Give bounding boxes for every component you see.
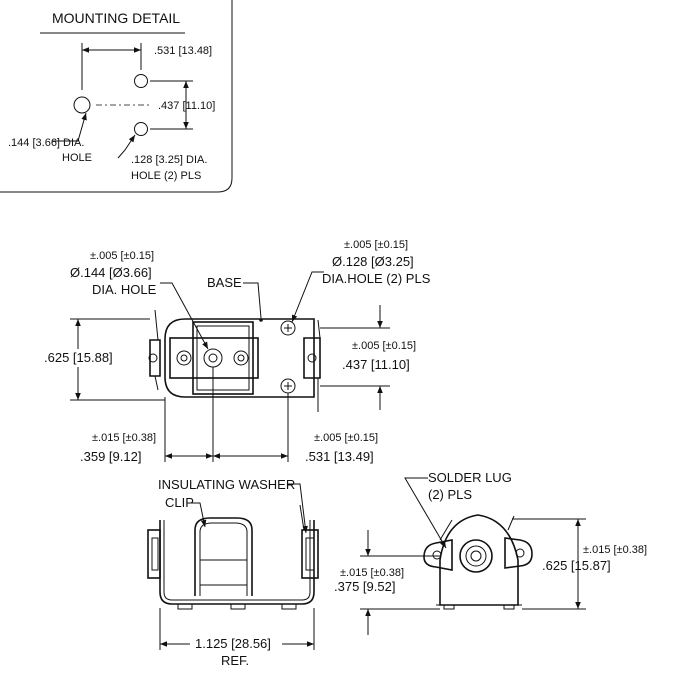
left-washer <box>147 529 161 579</box>
rivet-left-inner <box>180 354 188 362</box>
base-label: BASE <box>207 275 242 290</box>
hole-right-label-2: DIA.HOLE (2) PLS <box>322 271 431 286</box>
hole-left-label-1: Ø.144 [Ø3.66] <box>70 265 152 280</box>
rivet-left <box>176 350 192 366</box>
label-mask <box>40 349 130 367</box>
tol-spacing: ±.005 [±0.15] <box>352 340 416 352</box>
leader <box>291 271 324 323</box>
tol-bottom-right: ±.005 [±0.15] <box>314 432 378 444</box>
dim-bottom-left: .359 [9.12] <box>80 449 141 464</box>
insulator-block <box>169 337 259 379</box>
hole-small-label-2: HOLE (2) PLS <box>131 170 201 182</box>
lug-label-1: SOLDER LUG <box>428 470 512 485</box>
spacing-dim: .437 [11.10] <box>342 357 410 372</box>
left-terminal <box>149 339 161 377</box>
side-view: SOLDER LUG (2) PLS ±.015 [±0.38] .375 [9… <box>334 470 647 635</box>
leader <box>52 112 87 142</box>
center-hole <box>203 348 223 368</box>
center-hole-inner <box>208 353 218 363</box>
side-dim-right: .625 [15.87] <box>542 558 611 573</box>
hole-right-label-1: Ø.128 [Ø3.25] <box>332 254 414 269</box>
base-channel <box>159 520 315 605</box>
side-body <box>439 514 519 606</box>
right-terminal-tab <box>317 319 321 412</box>
lug-tab <box>439 519 453 541</box>
solder-lug-left <box>423 539 453 571</box>
right-washer-inner <box>305 537 315 571</box>
dim-vertical: .437 [11.10] <box>158 100 215 112</box>
tol-bottom-left: ±.015 [±0.38] <box>92 432 156 444</box>
solder-lug-right <box>504 537 533 569</box>
lug-hole-right <box>515 548 525 558</box>
clip-inner <box>199 522 248 596</box>
clip-label: CLIP <box>165 495 194 510</box>
foot <box>443 604 455 610</box>
dim-horizontal: .531 [13.48] <box>154 45 212 57</box>
right-terminal-hole <box>307 353 317 363</box>
center-boss-ring <box>465 545 487 567</box>
mounting-detail-panel: MOUNTING DETAIL .531 [13.48] .437 [11.10… <box>0 0 233 193</box>
base-channel-inner <box>163 520 311 601</box>
base-plate <box>164 318 315 398</box>
mounting-detail-title: MOUNTING DETAIL <box>52 10 180 26</box>
leader <box>160 282 209 350</box>
leader <box>288 483 308 534</box>
clip <box>194 517 253 596</box>
detail-frame <box>0 0 233 193</box>
center-boss-hole <box>470 550 482 562</box>
hole-small-label-1: .128 [3.25] DIA. <box>131 154 207 166</box>
hole-large-label-2: HOLE <box>62 152 92 164</box>
leader <box>117 134 136 159</box>
height-dim: .625 [15.88] <box>44 350 113 365</box>
ref-label: REF. <box>221 653 249 668</box>
foot <box>503 604 515 610</box>
lug-tab <box>507 515 515 531</box>
large-hole <box>73 96 91 114</box>
side-tol-left: ±.015 [±0.38] <box>340 567 404 579</box>
lug-label-2: (2) PLS <box>428 487 472 502</box>
left-terminal-tab <box>154 309 159 391</box>
right-washer <box>301 529 319 579</box>
dim-bottom-right: .531 [13.49] <box>305 449 374 464</box>
foot <box>281 603 297 610</box>
foot <box>177 603 193 610</box>
hole-left-label-2: DIA. HOLE <box>92 282 157 297</box>
left-washer-inner <box>151 537 159 571</box>
center-boss <box>459 539 493 573</box>
rivet-right <box>233 350 249 366</box>
rivet-right-inner <box>237 354 245 362</box>
width-dim: 1.125 [28.56] <box>195 636 271 651</box>
leader <box>243 282 262 319</box>
mount-hole-top <box>280 320 296 336</box>
clip-inner <box>196 325 250 391</box>
lug-hole-left <box>432 550 442 560</box>
clip-body <box>192 321 254 395</box>
side-tol-right: ±.015 [±0.38] <box>583 544 647 556</box>
washer-label: INSULATING WASHER <box>158 477 295 492</box>
small-hole-bottom <box>134 122 148 136</box>
leader <box>404 477 447 549</box>
front-view: INSULATING WASHER CLIP 1.125 [28.56] REF… <box>147 477 319 668</box>
right-tab <box>299 504 305 531</box>
side-dim-left: .375 [9.52] <box>334 579 395 594</box>
tol-left: ±.005 [±0.15] <box>90 250 154 262</box>
top-view: ±.005 [±0.15] Ø.144 [Ø3.66] DIA. HOLE BA… <box>40 239 431 464</box>
left-terminal-hole <box>148 353 158 363</box>
right-terminal <box>303 337 321 379</box>
foot <box>230 603 246 610</box>
small-hole-top <box>134 74 148 88</box>
label-mask <box>190 634 282 652</box>
hole-large-label-1: .144 [3.66] DIA. <box>8 137 84 149</box>
tol-right: ±.005 [±0.15] <box>344 239 408 251</box>
